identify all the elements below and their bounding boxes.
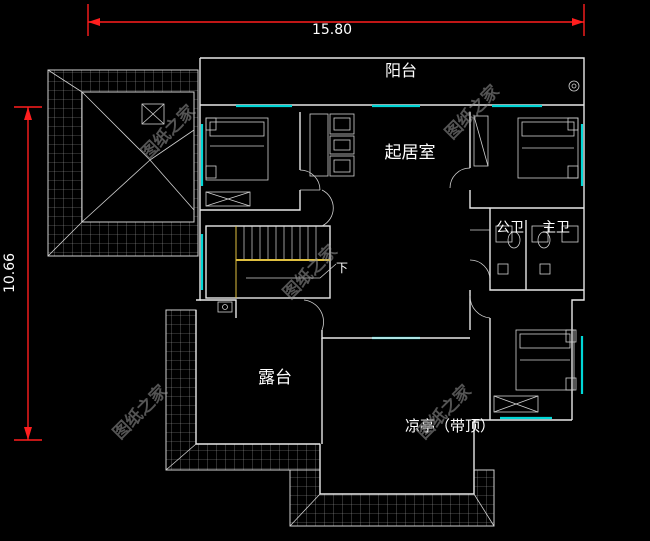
living-room-label: 起居室: [385, 143, 436, 163]
bedroom-right-bottom: [489, 318, 577, 420]
height-label: 10.66: [2, 253, 18, 293]
stair-down-label: 下: [336, 261, 348, 275]
watermark-2: 图纸之家: [441, 81, 504, 144]
bedroom-right-top: [449, 112, 584, 209]
master-bath-label: 主卫: [542, 220, 570, 236]
bedroom-left: [200, 112, 321, 211]
width-dimension: 15.80: [87, 4, 585, 38]
public-bath-label: 公卫: [496, 220, 524, 236]
roof-hip: [47, 69, 199, 257]
balcony-label: 阳台: [385, 61, 417, 80]
pavilion-label: 凉亭（带顶）: [405, 417, 495, 435]
watermark-3: 图纸之家: [279, 241, 342, 304]
bathrooms: [469, 208, 584, 291]
height-dimension: 10.66: [2, 106, 42, 441]
cabinets: [309, 113, 355, 177]
downpipe: [568, 80, 580, 92]
watermark-4: 图纸之家: [109, 381, 172, 444]
width-label: 15.80: [312, 22, 352, 38]
sink-area: [200, 299, 237, 318]
terrace-label: 露台: [258, 368, 292, 388]
staircase: [205, 225, 337, 299]
terrace-tiles: [165, 309, 495, 527]
